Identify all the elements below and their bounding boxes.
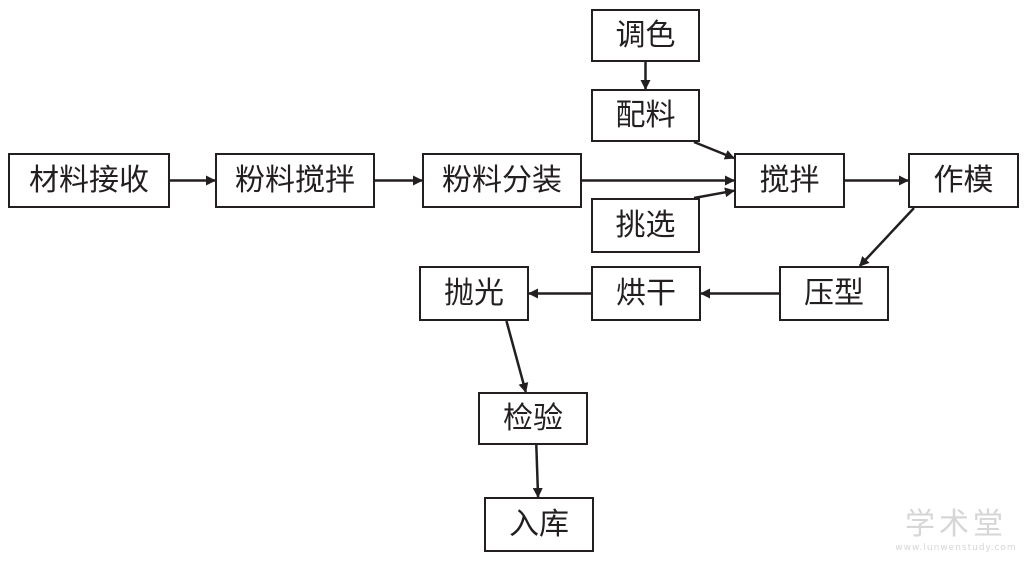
node-pressing: 压型 — [779, 266, 889, 321]
node-drying: 烘干 — [591, 266, 701, 321]
arrow-polishing-to-inspection — [505, 320, 529, 393]
node-batching: 配料 — [591, 89, 700, 142]
node-powder-mix: 粉料搅拌 — [215, 153, 375, 208]
watermark-url: www.lunwenstudy.com — [895, 543, 1017, 553]
node-polishing: 抛光 — [419, 266, 529, 321]
arrow-batching-to-stirring — [693, 140, 735, 160]
node-inspection: 检验 — [478, 392, 588, 445]
watermark-text: 学术堂 — [905, 507, 1007, 542]
node-powder-pack: 粉料分装 — [422, 153, 582, 208]
arrow-mold_making-to-pressing — [858, 207, 915, 267]
node-stirring: 搅拌 — [734, 153, 845, 208]
arrow-selection-to-stirring — [693, 187, 735, 200]
node-mold-making: 作模 — [908, 153, 1019, 208]
node-warehousing: 入库 — [484, 497, 594, 552]
node-selection: 挑选 — [591, 198, 700, 253]
node-material-receive: 材料接收 — [8, 153, 170, 208]
node-color-adjust: 调色 — [591, 9, 700, 62]
arrow-inspection-to-warehousing — [532, 444, 543, 498]
watermark-logo: 学术堂 www.lunwenstudy.com — [886, 508, 1026, 554]
